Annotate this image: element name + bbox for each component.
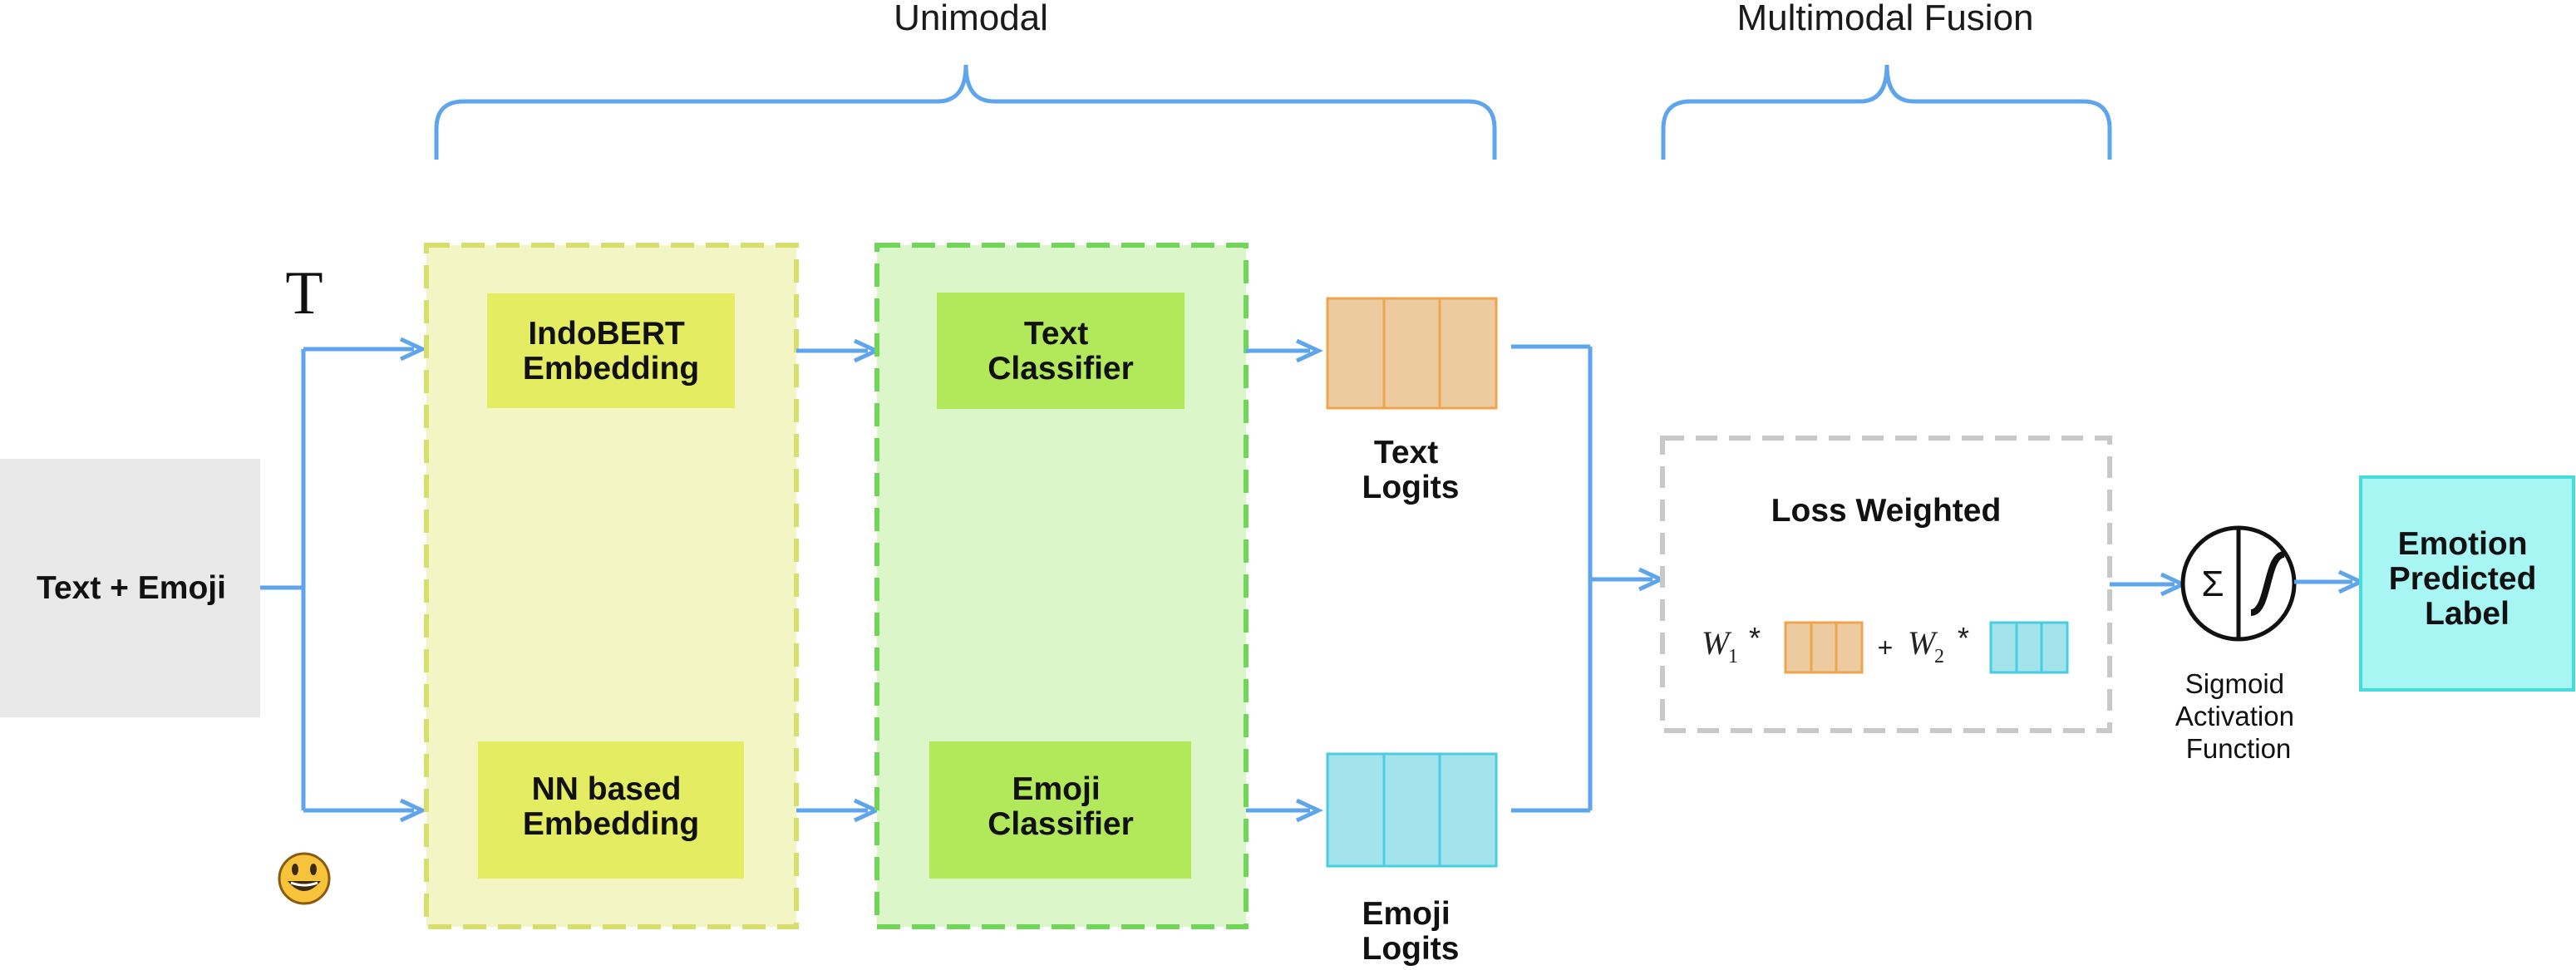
multiply-sign-1: *	[1749, 621, 1761, 655]
weight-w2-symbol: W	[1908, 624, 1938, 662]
fusion-to-activation-arrow	[2110, 572, 2188, 597]
emoji-face-icon	[278, 852, 331, 905]
activation-caption: Sigmoid Activation Function	[2175, 668, 2302, 764]
text-logits-vector	[1326, 297, 1498, 410]
text-classifier-label: Text Classifier	[988, 316, 1134, 387]
emoji-logits-vector	[1326, 752, 1498, 868]
activation-to-output-arrow	[2294, 569, 2366, 594]
weight-w1-subscript: 1	[1728, 646, 1738, 667]
indobert-embedding-label: IndoBERT Embedding	[523, 316, 699, 387]
emoji-logits-label: Emoji Logits	[1362, 896, 1459, 967]
emoji-classifier-label: Emoji Classifier	[988, 771, 1134, 842]
nn-embedding-label: NN based Embedding	[523, 771, 699, 842]
fusion-title: Loss Weighted	[1771, 493, 2002, 529]
weighted-text-logits-vector	[1784, 621, 1864, 674]
arrowhead-to-indobert	[399, 337, 427, 362]
classifier-to-logits-arrows	[1246, 338, 1323, 823]
output-box	[2359, 475, 2575, 692]
unimodal-header: Unimodal	[894, 0, 1048, 38]
multimodal-fusion-header: Multimodal Fusion	[1736, 0, 2033, 38]
nn-embedding-box	[478, 741, 744, 879]
indobert-embedding-box	[487, 293, 735, 408]
sigmoid-activation-icon	[2180, 525, 2297, 642]
fusion-box	[1660, 436, 2112, 733]
logits-merge-lines	[1511, 344, 1666, 813]
arrowhead-to-nn	[399, 798, 427, 823]
input-box	[0, 459, 260, 717]
text-logits-label: Text Logits	[1362, 435, 1460, 505]
emoji-classifier-box	[929, 741, 1191, 879]
sum-symbol: Σ	[2201, 564, 2224, 604]
input-splitter	[260, 347, 414, 813]
embedding-to-classifier-arrows	[796, 338, 881, 823]
text-classifier-box	[937, 293, 1185, 409]
plus-sign: +	[1878, 633, 1894, 662]
fusion-brace	[1661, 64, 2112, 160]
weight-w2-subscript: 2	[1934, 646, 1944, 667]
weighted-emoji-logits-vector	[1989, 621, 2069, 674]
multiply-sign-2: *	[1958, 621, 1969, 655]
output-label: Emotion Predicted Label	[2389, 526, 2546, 632]
text-modality-symbol: T	[285, 259, 323, 327]
weight-w1-symbol: W	[1702, 624, 1732, 662]
unimodal-brace	[434, 64, 1497, 160]
input-label: Text + Emoji	[37, 570, 226, 606]
